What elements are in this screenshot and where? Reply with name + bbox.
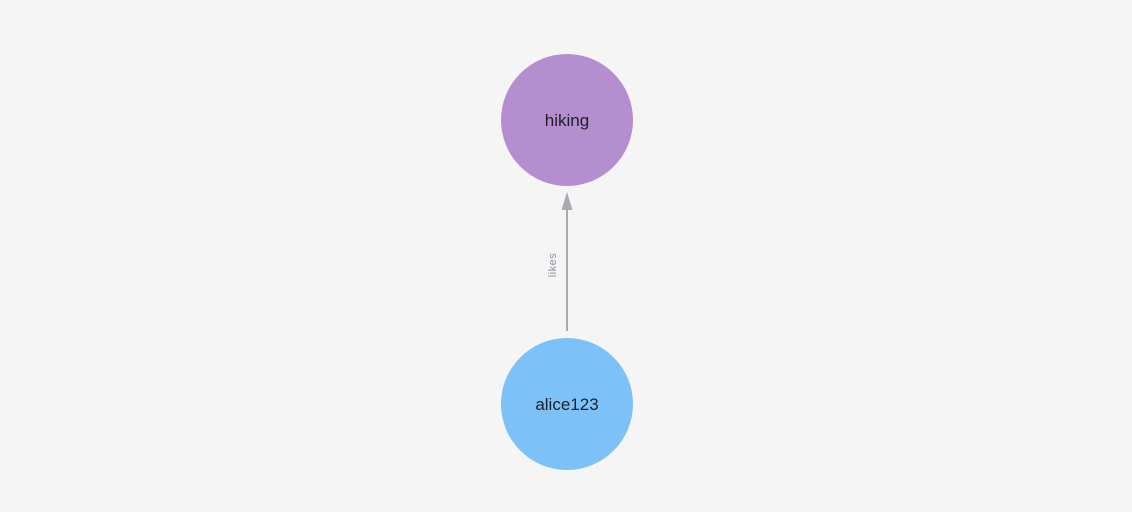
node-alice123[interactable]: alice123 <box>501 338 633 470</box>
node-alice123-circle <box>501 338 633 470</box>
edge-label: likes <box>547 253 559 278</box>
edge-likes[interactable]: likes <box>547 192 573 331</box>
node-hiking-label: hiking <box>545 111 589 130</box>
node-hiking[interactable]: hiking <box>501 54 633 186</box>
edge-arrowhead-icon <box>561 192 573 210</box>
node-alice123-label: alice123 <box>535 395 598 414</box>
node-hiking-circle <box>501 54 633 186</box>
